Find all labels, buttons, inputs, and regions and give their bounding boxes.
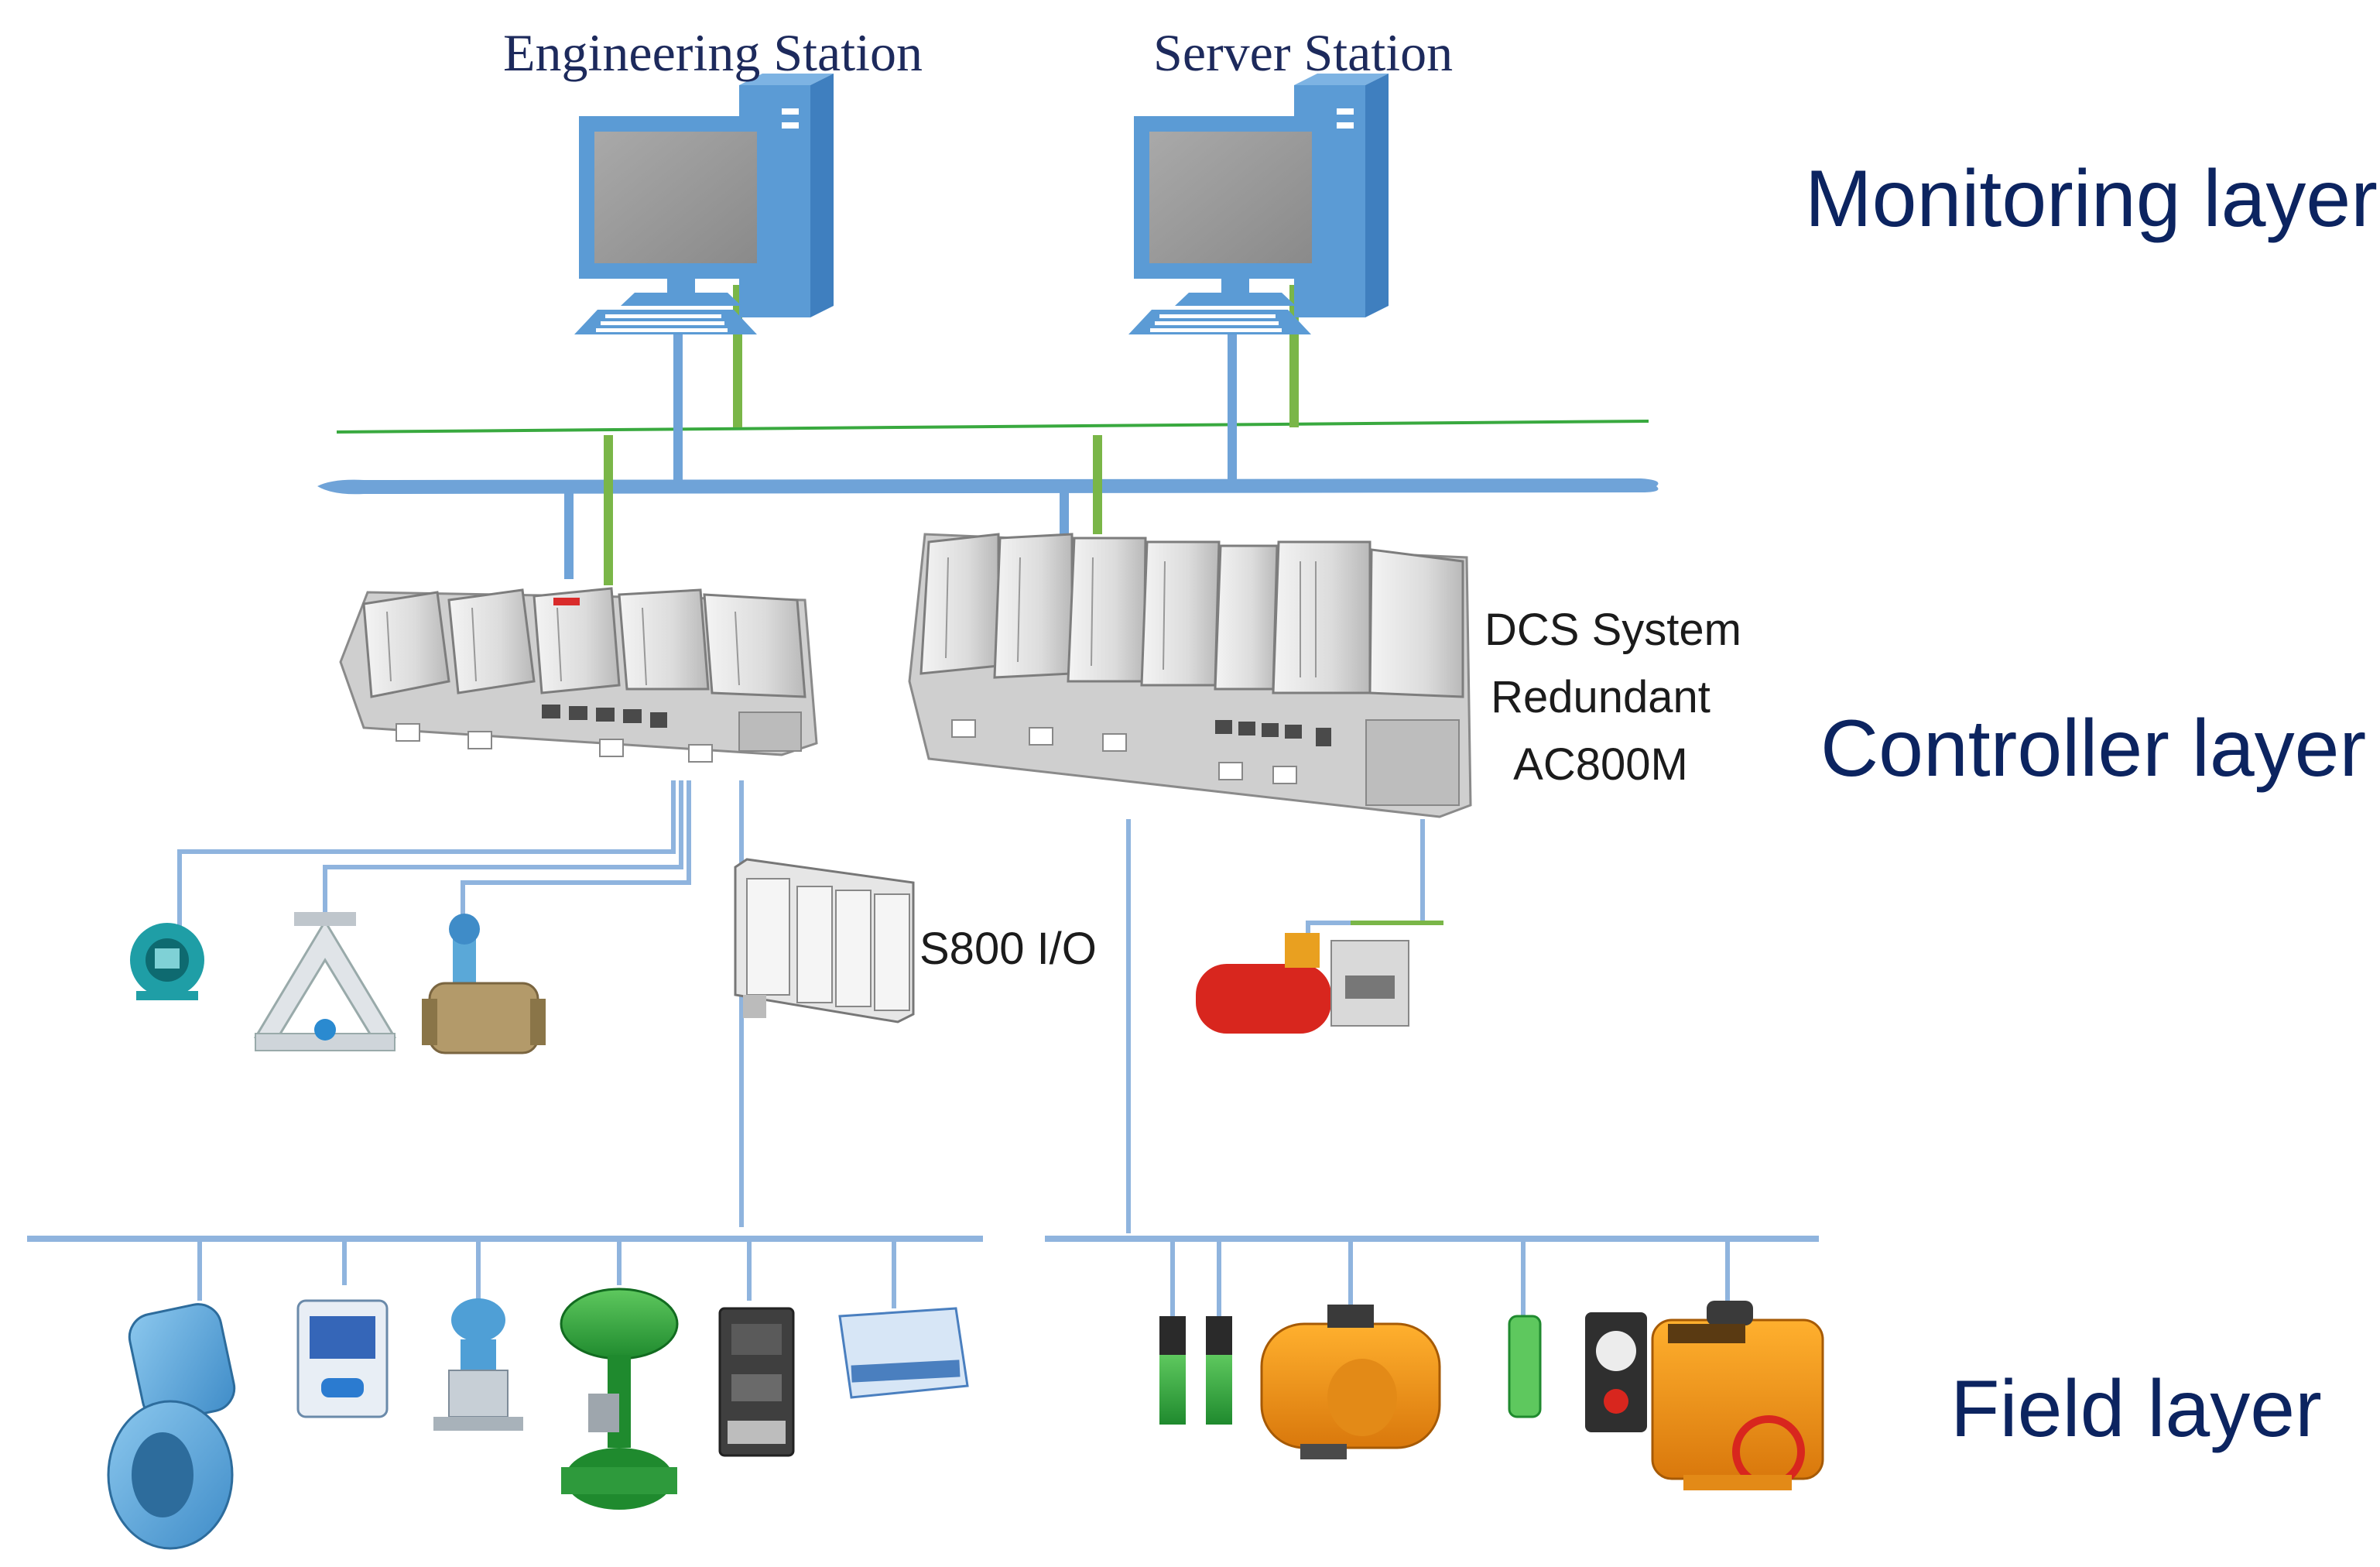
controller-layer-label: Controller layer [1820,704,2367,794]
proximity-sensor-device-2 [1206,1316,1232,1425]
remote-io-terminal-device [838,1307,969,1399]
limit-switch-box-device [1585,1312,1647,1432]
control-valve-device [560,1288,679,1510]
engineering-station-computer [574,74,834,334]
dcs-system-label: DCS System Redundant AC800M [1485,596,1741,798]
dcs-system-line-2: Redundant [1491,672,1711,722]
green-network [336,420,1649,434]
electric-valve-actuator-device [1651,1301,1824,1490]
field-layer-label: Field layer [1950,1364,2322,1454]
engineering-station-label: Engineering Station [503,23,923,82]
rotary-actuator-device [1260,1305,1441,1459]
radar-transmitter-device [130,923,204,1000]
din-rail-module-device [718,1307,795,1457]
engineering-station-links [673,285,742,486]
right-controller-links [1060,435,1102,534]
pressure-transmitter-device [433,1298,523,1431]
s800-io-label: S800 I/O [919,924,1097,974]
left-controller-rack [339,587,818,763]
proximity-sensor-device-1 [1159,1316,1186,1425]
field-bus-left [27,1236,983,1308]
server-station-label: Server Station [1153,23,1454,82]
coriolis-flowmeter-device [254,912,396,1051]
dcs-system-line-3: AC800M [1513,739,1688,790]
monitoring-layer-label: Monitoring layer [1805,154,2378,244]
left-controller-links [564,435,613,585]
server-station-computer [1128,74,1389,334]
field-bus-right [1045,1236,1819,1316]
analyzer-display-device [296,1299,389,1418]
magnetic-flowmeter-device [107,1303,236,1550]
left-instrument-wiring [177,780,744,1227]
s800-io-device [734,858,915,1024]
pneumatic-actuator-positioner-device [1196,933,1409,1034]
inductive-sensor-device [1508,1315,1542,1418]
blue-network [317,478,1659,495]
right-controller-rack [908,533,1472,818]
vortex-flowmeter-device [422,914,546,1054]
dcs-system-line-1: DCS System [1485,605,1741,655]
